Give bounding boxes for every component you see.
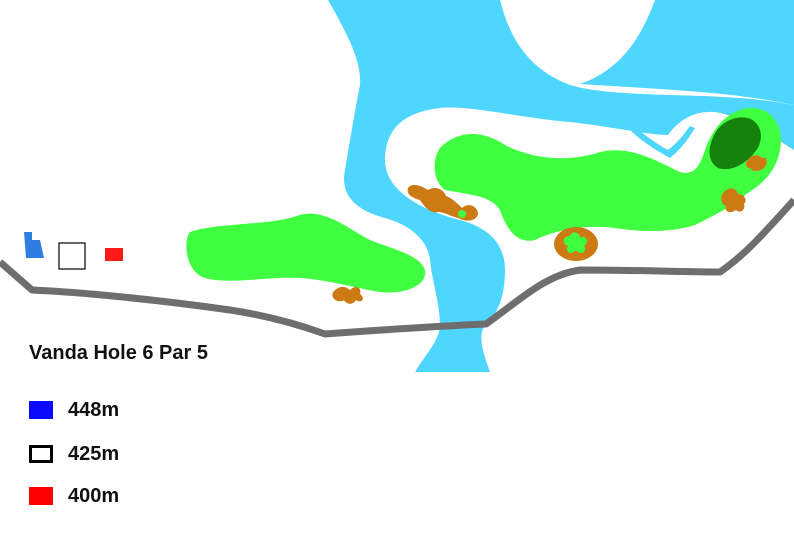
legend-label: 448m — [68, 398, 120, 421]
legend-item-red: 400m — [29, 484, 119, 508]
legend-swatch-red — [29, 487, 53, 505]
legend-label: 425m — [68, 442, 120, 465]
legend-item-white: 425m — [29, 442, 119, 466]
tee-blue — [24, 232, 44, 258]
putting-green — [709, 117, 761, 170]
bunker-greenside-lower — [721, 188, 746, 213]
fairway-main — [434, 107, 781, 241]
legend-label: 400m — [68, 484, 120, 507]
bunker-grass-dot — [458, 210, 466, 218]
bunker-island-grass — [563, 232, 587, 253]
hole-title: Vanda Hole 6 Par 5 — [29, 342, 208, 364]
bunker-greenside-upper — [745, 155, 767, 171]
legend-swatch-white — [29, 445, 53, 463]
water-upper-right — [580, 0, 794, 105]
water-hazard — [328, 0, 794, 372]
tee-white — [58, 242, 86, 270]
fairway-lower-left — [186, 213, 426, 293]
legend-item-blue: 448m — [29, 398, 119, 422]
water-stream — [630, 126, 695, 158]
cart-path — [0, 197, 794, 338]
tee-red — [105, 248, 123, 261]
bunker-left-fairway — [332, 286, 363, 304]
legend-swatch-blue — [29, 401, 53, 419]
hole-map — [0, 0, 794, 372]
